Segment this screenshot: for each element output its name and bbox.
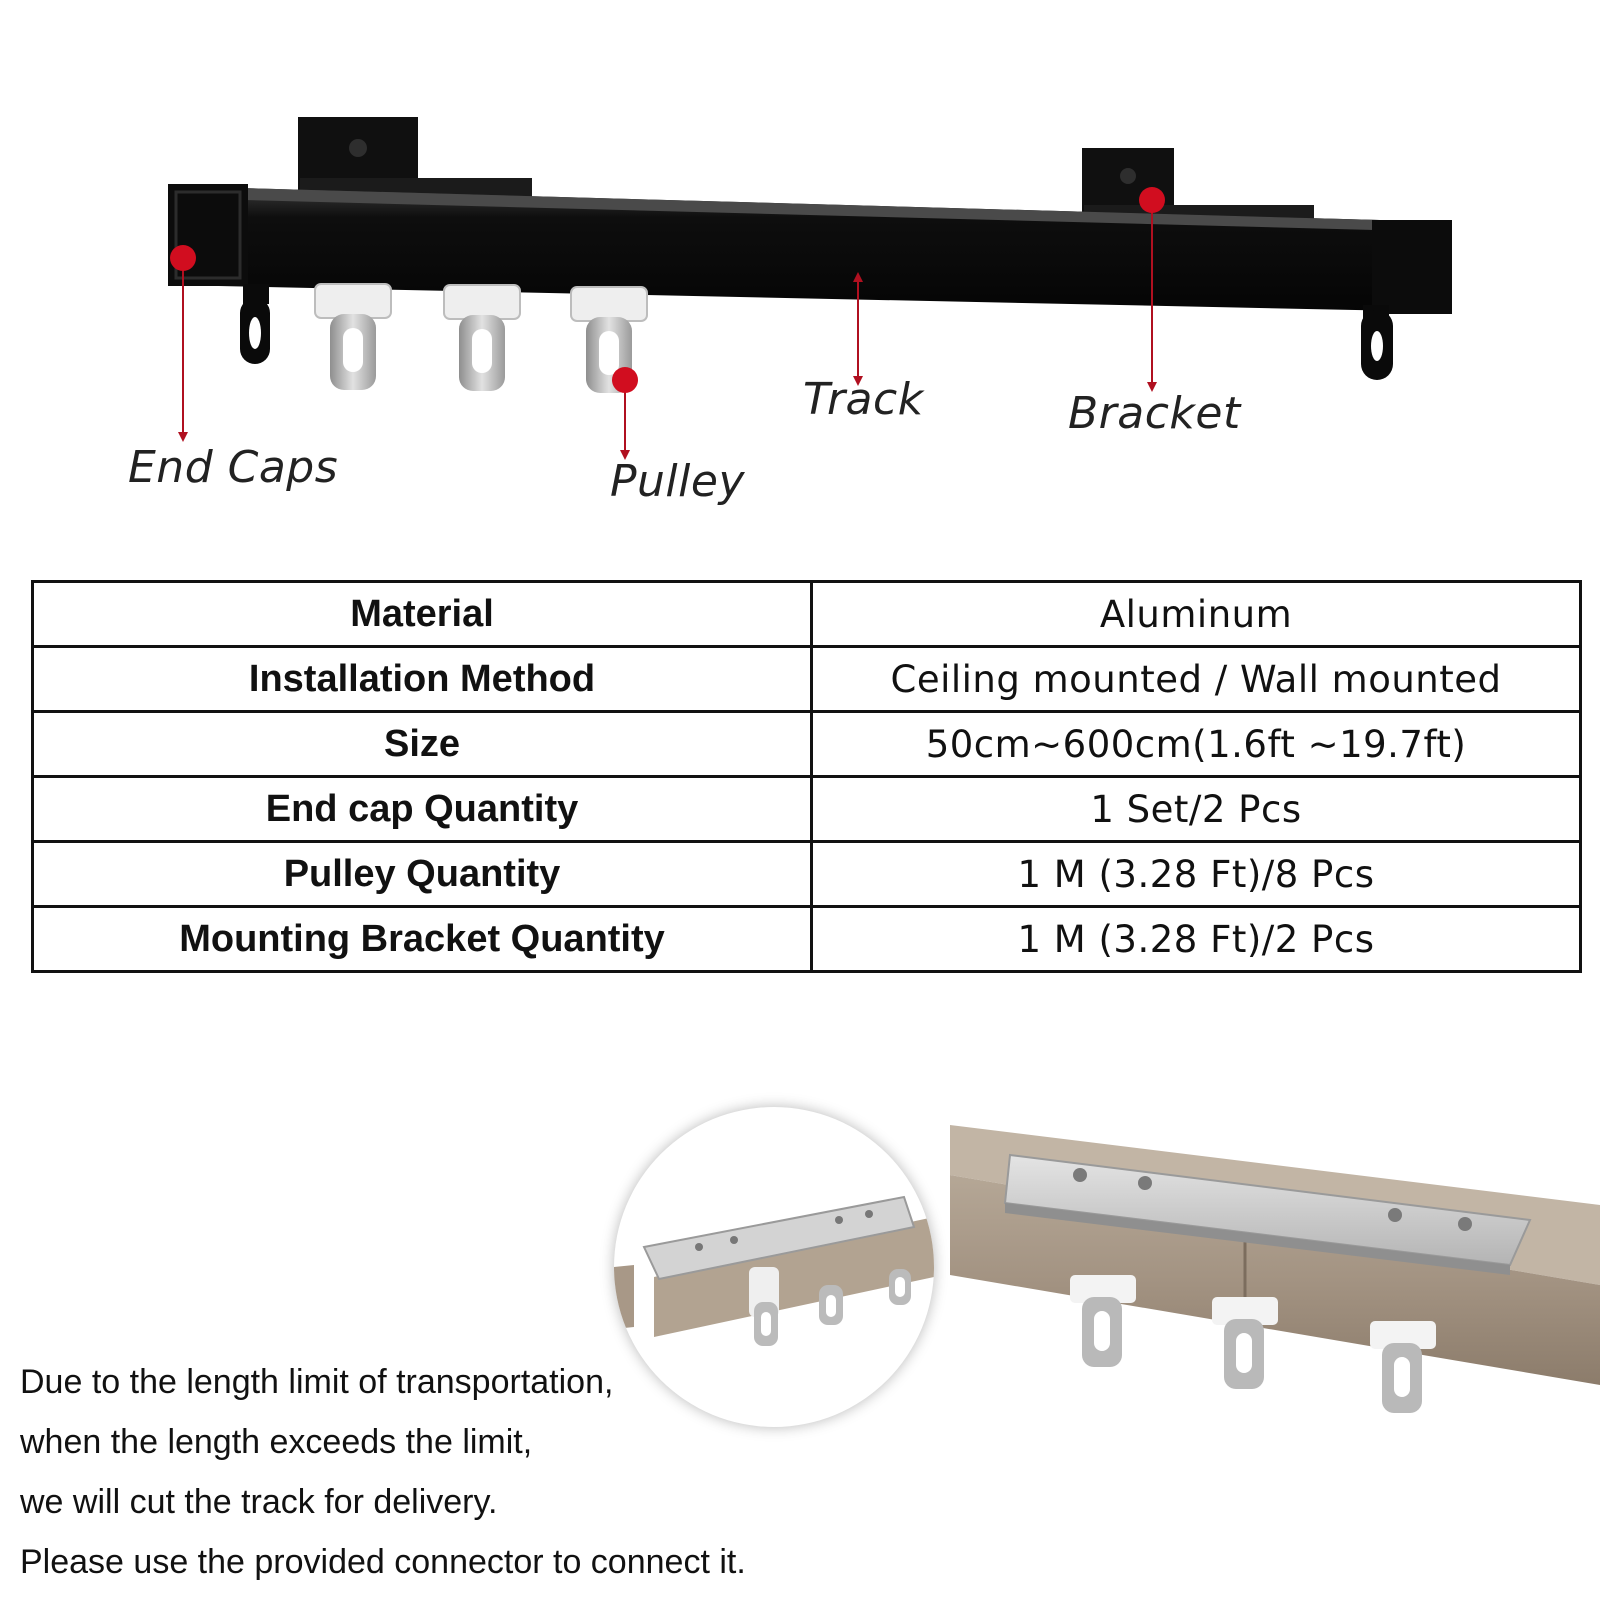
pulley-label: Pulley [610, 456, 745, 507]
spec-label: Pulley Quantity [31, 840, 813, 908]
end-caps-label: End Caps [128, 442, 339, 493]
spec-label: Size [31, 710, 813, 778]
note-line: when the length exceeds the limit, [20, 1423, 533, 1461]
track-label: Track [803, 374, 924, 425]
bracket-marker [1139, 187, 1165, 392]
pulley-2 [443, 284, 521, 391]
table-row: End cap Quantity 1 Set/2 Pcs [31, 775, 1582, 843]
spec-value: Ceiling mounted / Wall mounted [810, 645, 1582, 713]
track-connector-inset-illustration [614, 1195, 934, 1346]
note-line: Due to the length limit of transportatio… [20, 1363, 614, 1401]
track-marker [853, 272, 863, 386]
note-line: Please use the provided connector to con… [20, 1543, 746, 1581]
track-rail [168, 184, 1452, 314]
table-row: Material Aluminum [31, 580, 1582, 648]
end-cap-ring-left [240, 284, 270, 364]
spec-value: 1 Set/2 Pcs [810, 775, 1582, 843]
spec-value: 50cm~600cm(1.6ft ~19.7ft) [810, 710, 1582, 778]
connector-photo-inset [614, 1107, 934, 1427]
spec-value: 1 M (3.28 Ft)/8 Pcs [810, 840, 1582, 908]
end-cap-ring-right [1361, 305, 1393, 380]
spec-label: Installation Method [31, 645, 813, 713]
pulley-1 [314, 283, 392, 390]
end-caps-marker [170, 245, 196, 442]
spec-label: Mounting Bracket Quantity [31, 905, 813, 973]
spec-value: 1 M (3.28 Ft)/2 Pcs [810, 905, 1582, 973]
table-row: Mounting Bracket Quantity 1 M (3.28 Ft)/… [31, 905, 1582, 973]
spec-label: Material [31, 580, 813, 648]
track-connector-illustration [950, 1125, 1600, 1413]
connector-photo-large [950, 1125, 1600, 1465]
curtain-track-illustration [168, 117, 1452, 460]
shipping-note: Due to the length limit of transportatio… [20, 1362, 900, 1602]
track-diagram: End Caps Pulley Track Bracket [0, 0, 1600, 540]
spec-table: Material Aluminum Installation Method Ce… [31, 580, 1582, 973]
table-row: Size 50cm~600cm(1.6ft ~19.7ft) [31, 710, 1582, 778]
table-row: Installation Method Ceiling mounted / Wa… [31, 645, 1582, 713]
pulley-marker [612, 367, 638, 460]
note-line: we will cut the track for delivery. [20, 1483, 498, 1521]
table-row: Pulley Quantity 1 M (3.28 Ft)/8 Pcs [31, 840, 1582, 908]
spec-label: End cap Quantity [31, 775, 813, 843]
spec-value: Aluminum [810, 580, 1582, 648]
bracket-label: Bracket [1068, 388, 1241, 439]
